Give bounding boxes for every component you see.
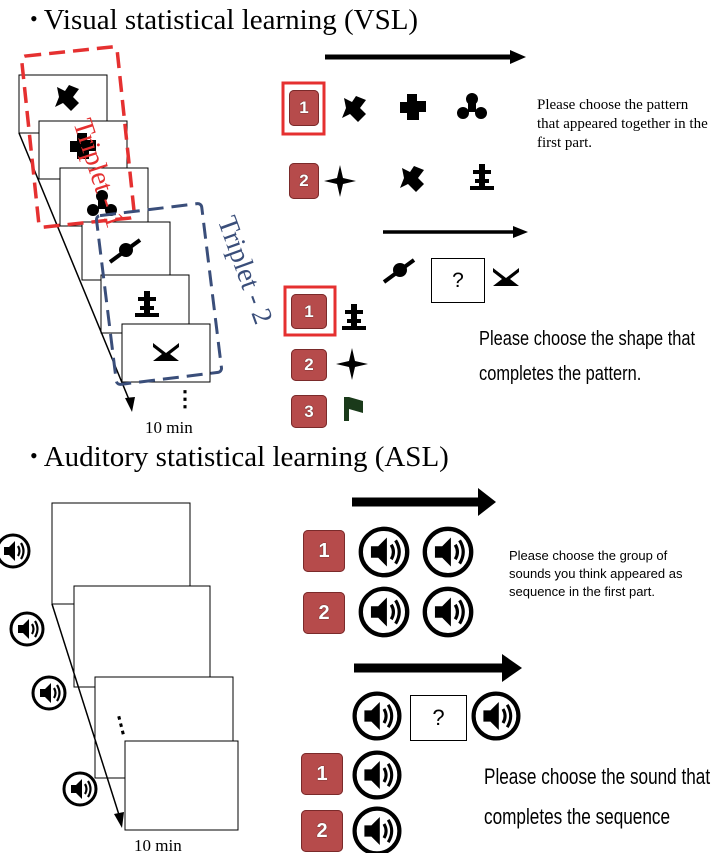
triplet-2-box (94, 202, 224, 386)
asl-test2-option-1[interactable]: 1 (301, 753, 343, 795)
vsl-test2-option-2[interactable]: 2 (291, 349, 327, 381)
asl-test2-instruction: Please choose the sound that best comple… (484, 764, 712, 829)
asl-test2-option-2[interactable]: 2 (301, 810, 343, 852)
asl-test1-option-1[interactable]: 1 (303, 530, 345, 572)
asl-test1-instruction: Please choose the group of sounds you th… (509, 548, 683, 599)
asl-duration-label: 10 min (134, 836, 182, 855)
vsl-test2-instruction: Please choose the shape that completes t… (479, 328, 696, 385)
vsl-ellipsis: ⋮ (174, 386, 196, 411)
vsl-test1-highlight (281, 81, 326, 136)
vsl-duration-label: 10 min (145, 418, 193, 437)
vsl-test1-instruction: Please choose the pattern that appeared … (537, 97, 708, 151)
triplet-1-box (19, 45, 137, 229)
vsl-test2-option-1[interactable]: 1 (291, 294, 327, 329)
vsl-test2-blank: ? (431, 258, 485, 303)
asl-card-stack (51, 502, 239, 831)
asl-heading: •Auditory statistical learning (ASL) (30, 441, 449, 473)
vsl-test1-option-1[interactable]: 1 (289, 90, 319, 126)
vsl-test2-option-3[interactable]: 3 (291, 395, 327, 428)
vsl-test1-option-2[interactable]: 2 (289, 163, 319, 199)
vsl-heading: •Visual statistical learning (VSL) (30, 4, 419, 36)
asl-test2-blank: ? (410, 695, 467, 741)
vsl-test2-highlight (283, 285, 337, 337)
asl-test1-option-2[interactable]: 2 (303, 592, 345, 634)
